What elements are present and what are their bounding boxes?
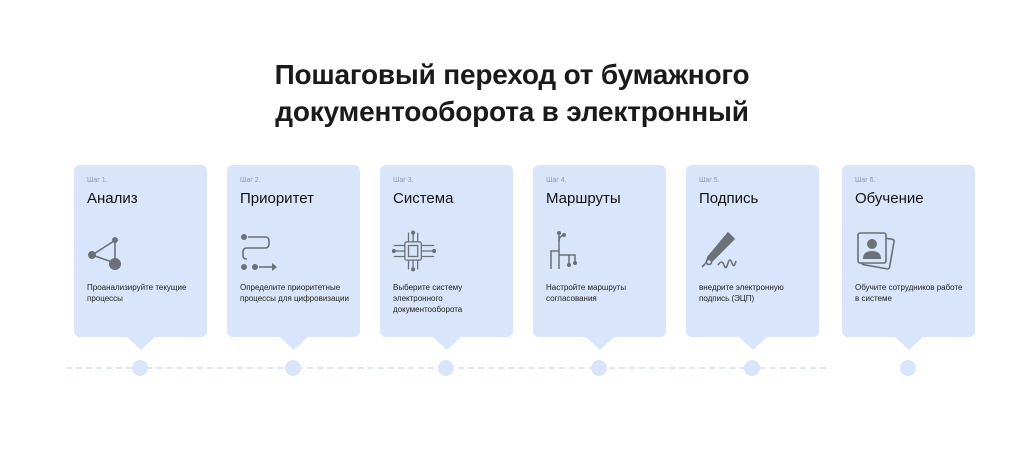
step-name: Анализ	[87, 190, 138, 207]
step-number: Шаг 2.	[240, 177, 261, 184]
page-title: Пошаговый переход от бумажного документо…	[0, 56, 1024, 130]
step-number: Шаг 6.	[855, 177, 876, 184]
step-number: Шаг 1.	[87, 177, 108, 184]
step-card-analysis: Шаг 1. Анализ Проанализируйте текущие пр…	[74, 165, 207, 350]
step-description: Проанализируйте текущие процессы	[87, 283, 187, 303]
title-line-1: Пошаговый переход от бумажного	[274, 59, 750, 90]
step-description: Выберите систему электронного документоо…	[393, 283, 463, 314]
flow-arrow-icon	[241, 234, 277, 271]
step-description: внедрите электронную подпись (ЭЦП)	[699, 283, 784, 303]
step-description: Обучите сотрудников работе в системе	[855, 283, 963, 303]
step-card-signature: Шаг 5. Подпись внедрите электронную подп…	[686, 165, 819, 350]
step-card-priority: Шаг 2. Приоритет Определите приоритетные…	[227, 165, 360, 350]
step-description: Настройте маршруты согласования	[546, 283, 627, 303]
step-card-training: Шаг 6. Обучение Обучите сотрудников рабо…	[842, 165, 975, 350]
timeline-dot-6	[900, 360, 916, 376]
step-name: Маршруты	[546, 190, 621, 207]
timeline-dot-3	[438, 360, 454, 376]
route-tree-icon	[550, 231, 577, 269]
step-card-routes: Шаг 4. Маршруты Настройте маршруты согла…	[533, 165, 666, 350]
step-number: Шаг 4.	[546, 177, 567, 184]
timeline-dot-1	[132, 360, 148, 376]
step-number: Шаг 5.	[699, 177, 720, 184]
user-card-icon	[857, 232, 895, 270]
step-name: Система	[393, 190, 454, 207]
timeline-dot-2	[285, 360, 301, 376]
step-card-system: Шаг 3. Система Выберите систему электрон…	[380, 165, 513, 350]
step-number: Шаг 3.	[393, 177, 414, 184]
step-description: Определите приоритетные процессы для циф…	[240, 283, 349, 303]
share-nodes-icon	[88, 237, 121, 270]
step-name: Обучение	[855, 190, 924, 207]
title-line-2: документооборота в электронный	[275, 96, 749, 127]
timeline-dot-4	[591, 360, 607, 376]
timeline-dot-5	[744, 360, 760, 376]
pen-signature-icon	[701, 231, 737, 269]
circuit-chip-icon	[392, 230, 436, 272]
step-name: Подпись	[699, 190, 759, 207]
step-name: Приоритет	[240, 190, 314, 207]
